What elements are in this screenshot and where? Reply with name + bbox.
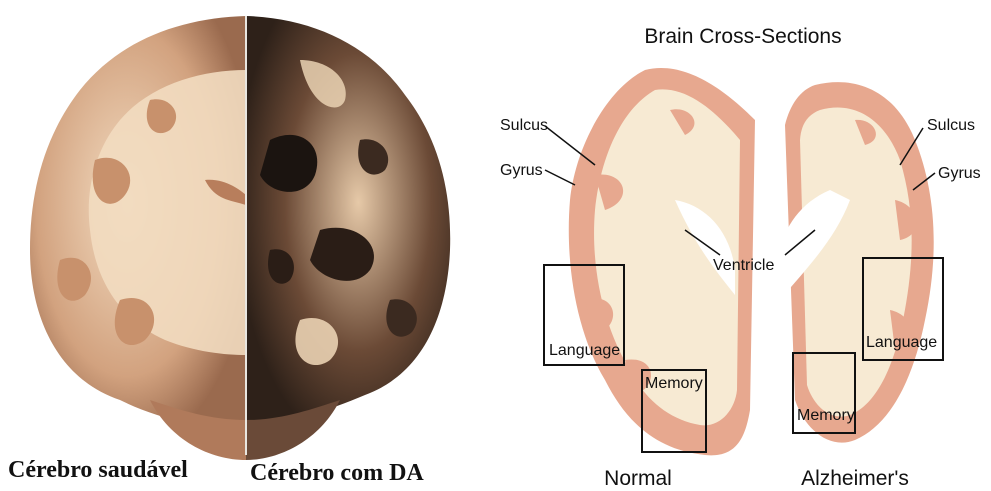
label-memory-normal: Memory bbox=[645, 375, 703, 392]
label-gyrus-right: Gyrus bbox=[938, 165, 981, 182]
brain-photo bbox=[0, 0, 495, 491]
brain-cross-section-diagram: Brain Cross-Sections Sulcus Gyrus Sulcus… bbox=[495, 0, 991, 491]
caption-alzheimer: Cérebro com DA bbox=[250, 460, 424, 487]
label-gyrus-left: Gyrus bbox=[500, 162, 543, 179]
label-sulcus-right: Sulcus bbox=[927, 117, 975, 134]
healthy-brain-half bbox=[30, 16, 246, 460]
label-ventricle: Ventricle bbox=[713, 257, 774, 274]
caption-alzheimers: Alzheimer's bbox=[801, 467, 909, 490]
label-language-alzheimer: Language bbox=[866, 334, 937, 351]
caption-healthy: Cérebro saudável bbox=[8, 457, 188, 484]
caption-normal: Normal bbox=[604, 467, 672, 490]
alzheimer-brain-half bbox=[246, 16, 450, 460]
label-sulcus-left: Sulcus bbox=[500, 117, 548, 134]
label-language-normal: Language bbox=[549, 342, 620, 359]
label-memory-alzheimer: Memory bbox=[797, 407, 855, 424]
diagram-title: Brain Cross-Sections bbox=[644, 25, 841, 48]
